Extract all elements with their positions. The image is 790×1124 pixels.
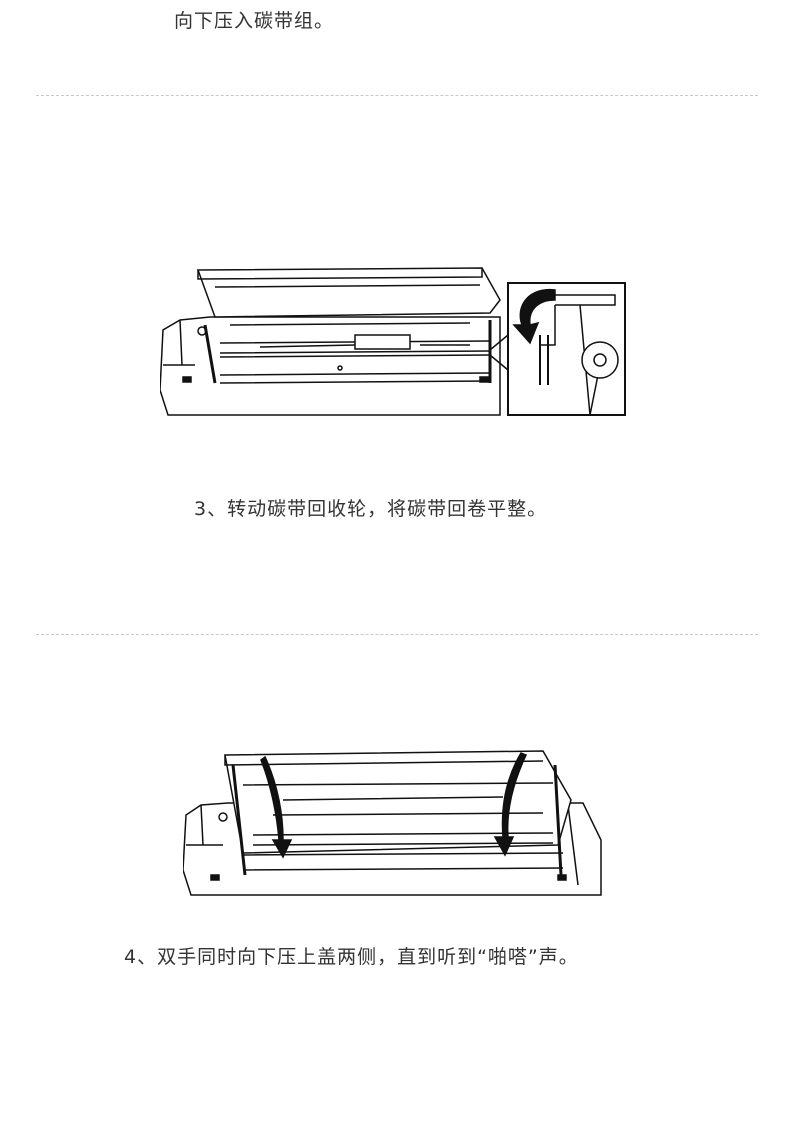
step-2-caption-tail: 向下压入碳带组。 <box>174 10 335 32</box>
section-divider <box>36 95 758 96</box>
section-divider <box>36 634 758 635</box>
step-4-caption: 4、双手同时向下压上盖两侧，直到听到“啪嗒”声。 <box>124 946 579 968</box>
printer-rotate-ribbon-illustration <box>160 265 630 420</box>
printer-press-cover-illustration <box>183 745 603 900</box>
step-3-caption: 3、转动碳带回收轮，将碳带回卷平整。 <box>194 498 548 520</box>
